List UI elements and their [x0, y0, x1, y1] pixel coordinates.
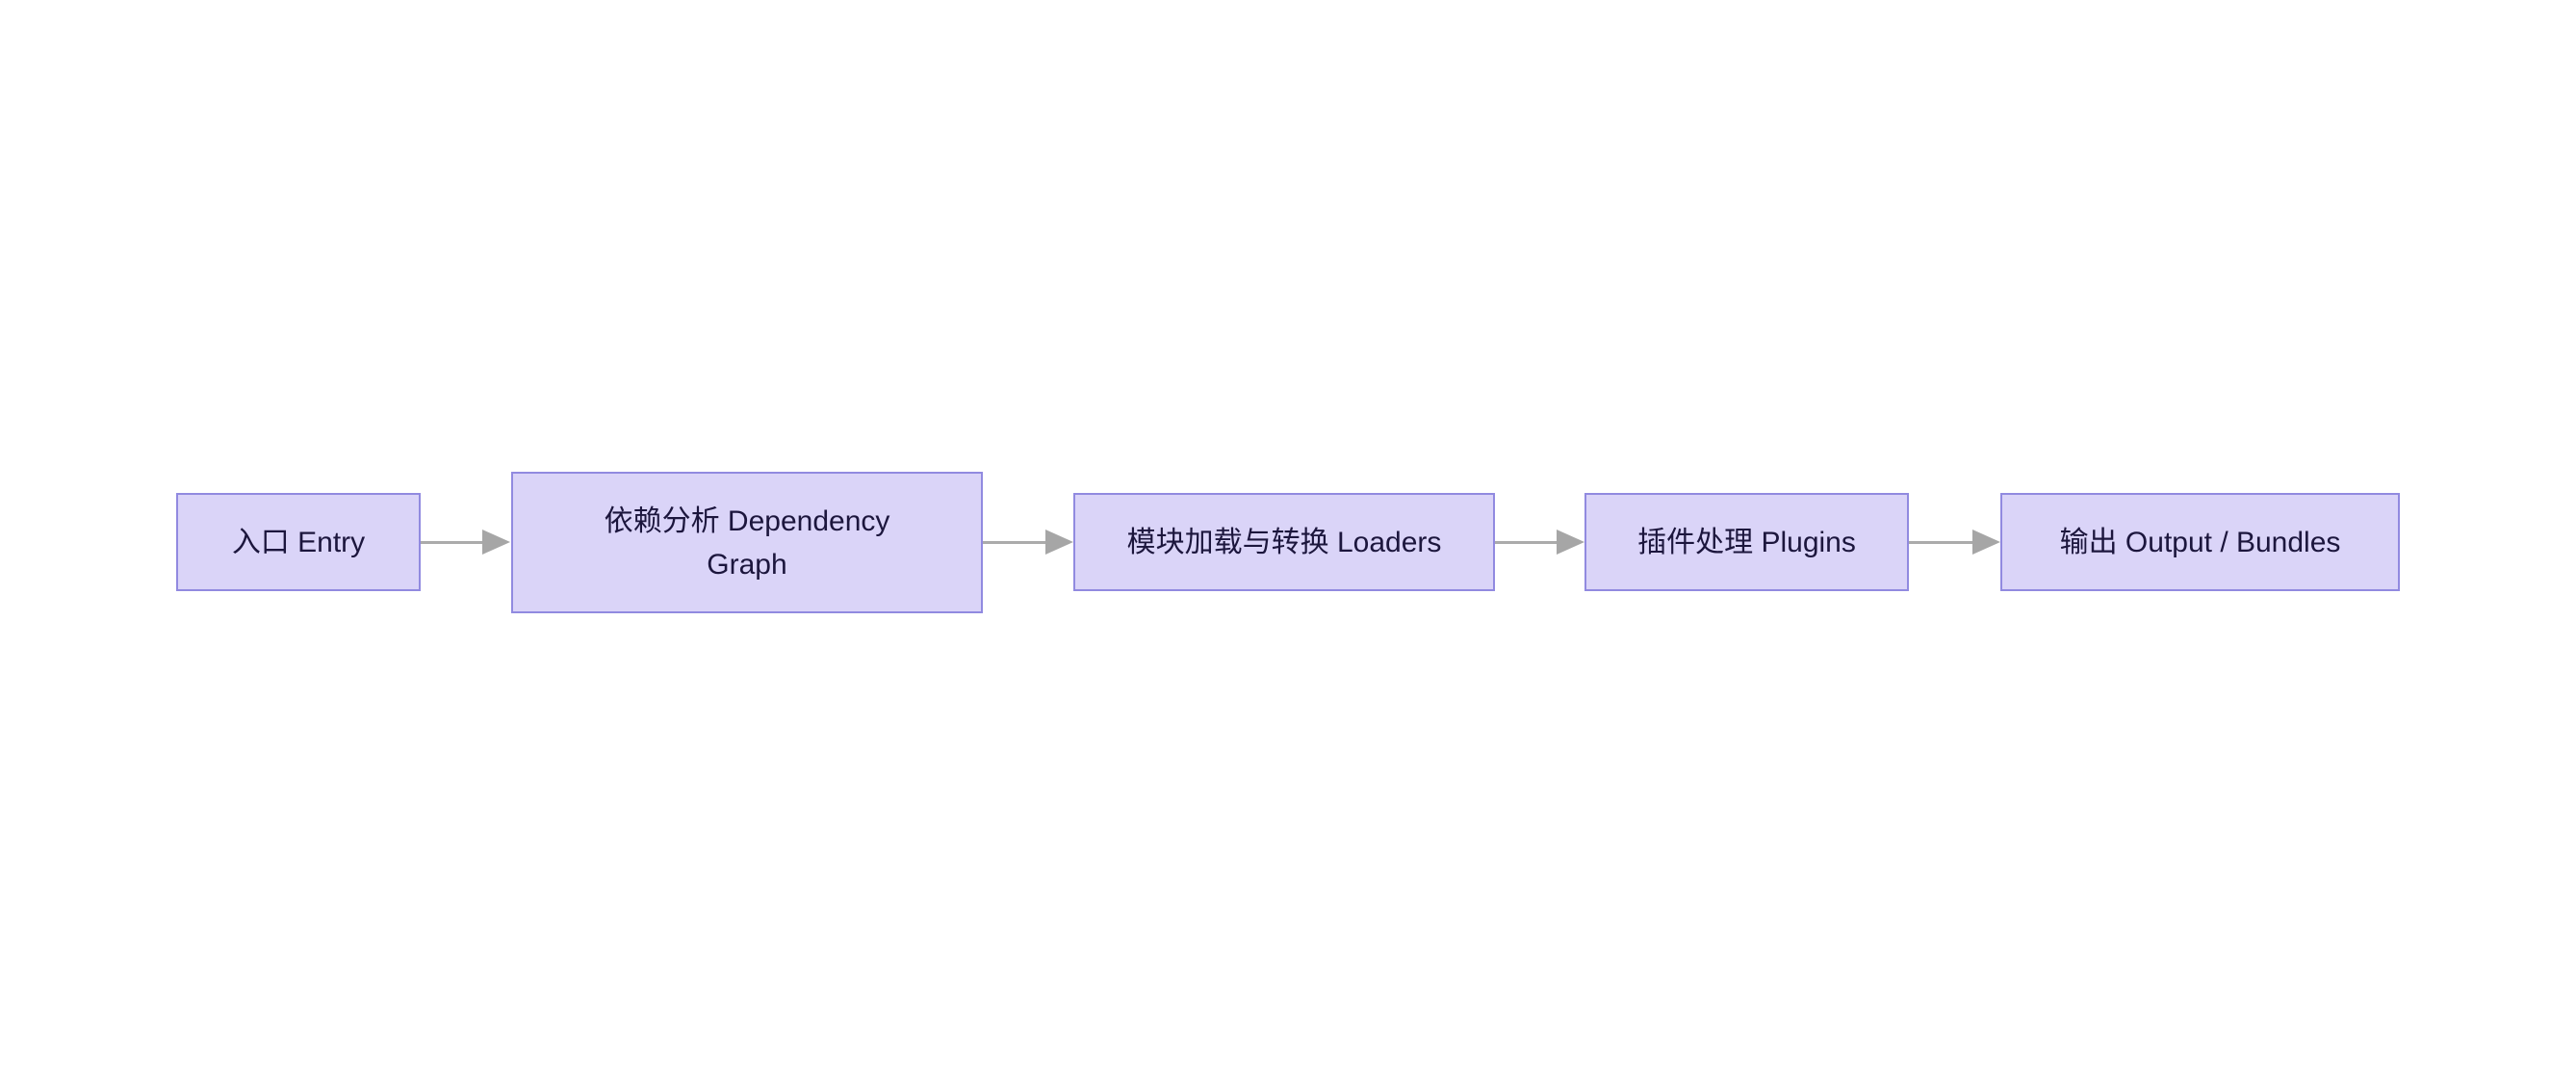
- arrow-line: [1495, 540, 1561, 544]
- node-dependency-graph-label: 依赖分析 Dependency Graph: [604, 504, 890, 581]
- edge-dependency-graph-to-loaders: [983, 529, 1073, 556]
- arrow-line: [983, 540, 1050, 544]
- node-entry: 入口 Entry: [176, 493, 421, 591]
- arrow-head-icon: [1045, 530, 1073, 555]
- node-loaders-label: 模块加载与转换 Loaders: [1126, 526, 1442, 558]
- node-output-bundles-label: 输出 Output / Bundles: [2059, 526, 2341, 558]
- edge-loaders-to-plugins: [1495, 529, 1584, 556]
- node-plugins-label: 插件处理 Plugins: [1637, 526, 1856, 558]
- node-loaders: 模块加载与转换 Loaders: [1073, 493, 1495, 591]
- arrow-head-icon: [1557, 530, 1584, 555]
- arrow-line: [1909, 540, 1977, 544]
- edge-plugins-to-output-bundles: [1909, 529, 2000, 556]
- node-entry-label: 入口 Entry: [231, 526, 366, 558]
- node-dependency-graph: 依赖分析 Dependency Graph: [511, 472, 983, 613]
- arrow-head-icon: [482, 530, 510, 555]
- node-plugins: 插件处理 Plugins: [1584, 493, 1909, 591]
- arrow-head-icon: [1972, 530, 2000, 555]
- arrow-line: [421, 540, 487, 544]
- node-output-bundles: 输出 Output / Bundles: [2000, 493, 2400, 591]
- edge-entry-to-dependency-graph: [421, 529, 510, 556]
